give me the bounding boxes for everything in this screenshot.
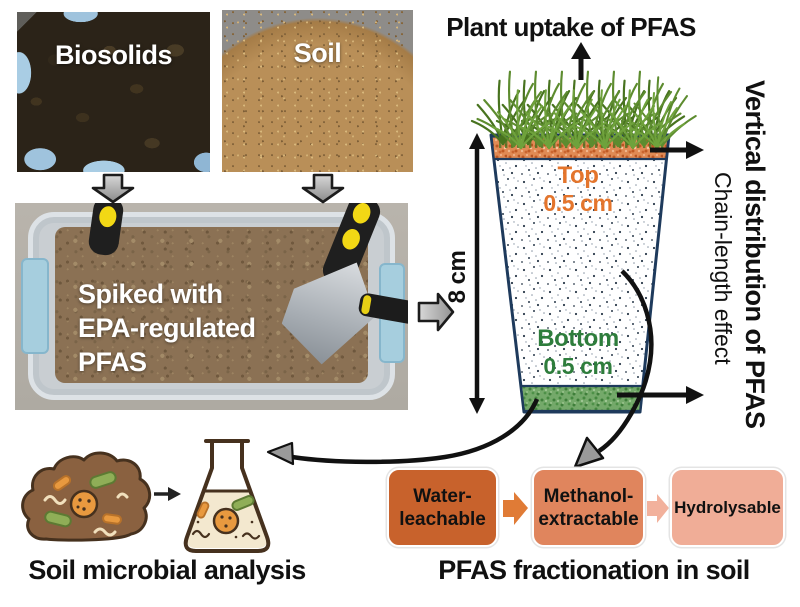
spiked-caption: Spiked with EPA-regulated PFAS [78,277,256,379]
water-leachable-box: Water- leachable [387,468,498,547]
bottom-layer-arrow-icon [617,386,704,404]
box-line: leachable [399,508,486,530]
bin-clip-left [21,258,49,354]
spiked-caption-line: EPA-regulated [78,313,256,343]
bottom-layer-label: Bottom [537,325,619,352]
bottom-layer-depth: 0.5 cm [543,353,613,379]
pot-height-label: 8 cm [444,250,471,304]
soil-photo: Soil [222,10,413,172]
vertical-distribution-label: Vertical distribution of PFAS [740,79,770,429]
top-layer-label: Top [557,162,599,189]
grass-roots [496,137,664,148]
chain-length-label: Chain-length effect [710,171,736,365]
box-line: Water- [413,485,472,507]
plant-uptake-arrow-icon [571,42,591,80]
mixing-bin-photo: Spiked with EPA-regulated PFAS [15,203,408,410]
spiked-caption-line: Spiked with [78,279,223,309]
box-line: Methanol- [543,485,634,507]
to-flask-arrow-icon [154,487,181,501]
box-line: extractable [538,508,639,530]
methanol-extractable-box: Methanol- extractable [532,468,645,547]
microbial-caption: Soil microbial analysis [28,555,306,585]
hydrolysable-box: Hydrolysable [670,468,785,547]
flask-icon [183,439,271,553]
top-layer-arrow-icon [650,141,704,159]
top-layer-depth: 0.5 cm [543,190,613,216]
block-arrow-down-icon [91,173,345,204]
biosolids-label: Biosolids [54,40,173,70]
spiked-caption-line: PFAS [78,347,147,377]
grass-icon [470,70,697,150]
soil-mound-icon [21,451,152,542]
plant-uptake-title: Plant uptake of PFAS [446,12,696,42]
box-line: Hydrolysable [674,498,781,517]
fractionation-caption: PFAS fractionation in soil [438,555,750,585]
soil-label: Soil [293,38,342,68]
biosolids-photo: Biosolids [17,12,210,172]
